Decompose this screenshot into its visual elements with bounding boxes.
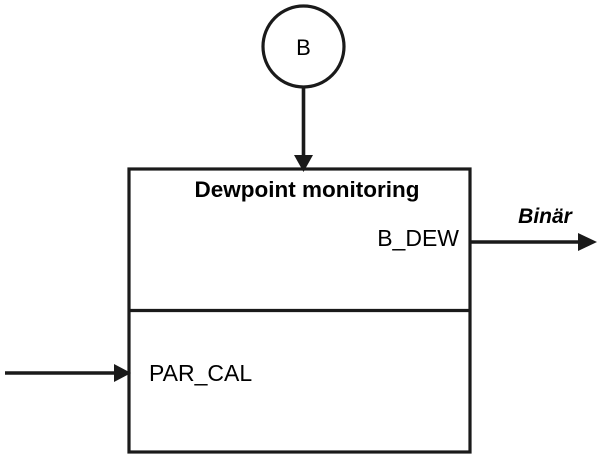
arrow-head-down-icon bbox=[294, 155, 313, 172]
source-node-label: B bbox=[296, 35, 311, 60]
port-label-b-dew: B_DEW bbox=[377, 225, 459, 251]
dewpoint-monitoring-block bbox=[127, 167, 472, 454]
arrow-head-right-icon bbox=[578, 233, 597, 251]
connector-block-input bbox=[5, 364, 131, 382]
block-title: Dewpoint monitoring bbox=[195, 177, 420, 202]
signal-label-binaer: Binär bbox=[518, 205, 574, 228]
port-label-par-cal: PAR_CAL bbox=[149, 360, 252, 386]
connector-source-to-block bbox=[294, 86, 313, 172]
source-node-circle bbox=[261, 4, 346, 89]
connector-block-output: Binär bbox=[470, 205, 597, 251]
source-node-b: B bbox=[261, 4, 346, 89]
arrow-head-right-input-icon bbox=[114, 364, 131, 382]
